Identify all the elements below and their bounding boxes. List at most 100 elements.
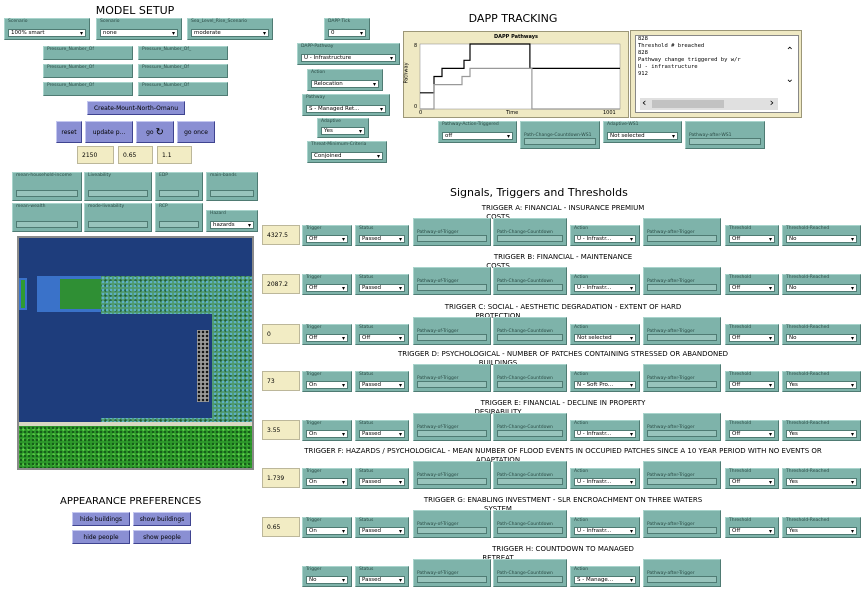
trigger-title-cont: ADAPTATION [475,456,521,464]
scroll-up-icon[interactable]: ⌃ [785,46,794,57]
horizontal-scrollbar[interactable]: ‹ › [640,96,778,110]
scroll-left-icon[interactable]: ‹ [642,96,647,109]
trigger-value: 0 [262,324,300,344]
plot-xmax: 1001 [603,110,616,116]
go-button[interactable]: go↻ [136,121,174,143]
hide-buildings-button[interactable]: hide buildings [72,512,130,526]
pathway-after-trigger-monitor: Pathway-after-Trigger [643,559,721,587]
scroll-thumb[interactable] [652,100,724,108]
path-change-countdown-monitor: Path-Change-Countdown [493,317,567,345]
setup-number-1: 2150 [77,146,114,164]
setup-slider[interactable]: Pressure_Number_Of_ [138,46,228,60]
path-change-countdown-monitor: Path-Change-Countdown [493,413,567,441]
update-button[interactable]: update p... [85,121,133,143]
setup-slider[interactable]: Pressure_Number_Of [43,82,133,96]
path-change-countdown-monitor: Path-Change-Countdown [493,364,567,392]
setup-slider[interactable]: Pressure_Number_Of [138,82,228,96]
pathway-of-trigger-monitor: Pathway-of-Trigger [413,364,491,392]
pathway-after-trigger-monitor: Pathway-after-Trigger [643,461,721,489]
setup-slider[interactable]: Pressure_Number_Of [43,64,133,78]
trigger-title-cont: DESIRABILITY [474,408,522,416]
scroll-down-icon[interactable]: ⌄ [785,74,794,85]
trigger-title: TRIGGER H: COUNTDOWN TO MANAGED [492,545,634,553]
trigger-value: 0.65 [262,517,300,537]
show-buildings-button[interactable]: show buildings [133,512,191,526]
go-once-button[interactable]: go once [177,121,215,143]
scroll-right-icon[interactable]: › [769,96,774,109]
output-line: U - infrastructure [638,64,698,70]
world-view[interactable] [17,236,254,470]
pathway-after-trigger-monitor: Pathway-after-Trigger [643,413,721,441]
create-button[interactable]: Create-Mount-North-Omanu [87,101,185,115]
show-people-button[interactable]: show people [133,530,191,544]
path-change-countdown-monitor: Path-Change-Countdown [493,559,567,587]
output-area: 828 Threshold # breached 828 Pathway cha… [630,30,802,118]
trigger-title: TRIGGER C: SOCIAL - AESTHETIC DEGRADATIO… [444,303,682,311]
setup-number-2: 0.65 [118,146,153,164]
plot-xlabel: Time [506,110,519,116]
dapp-pathways-plot: DAPP Pathways Pathway 8 0 0 Time 1001 [403,31,629,118]
reset-button[interactable]: reset [56,121,82,143]
setup-slider[interactable]: Pressure_Number_Of [138,64,228,78]
hide-people-button[interactable]: hide people [72,530,130,544]
plot-area [419,43,621,110]
inner-water [19,314,212,418]
monitor-mode-liveability: mode-liveability [84,203,152,232]
dapp-tracking-heading: DAPP TRACKING [468,12,558,25]
trigger-title-cont: RETREAT [482,554,514,562]
setup-number-3: 1.1 [157,146,192,164]
plot-title: DAPP Pathways [493,34,539,40]
setup-slider[interactable]: Pressure_Number_Of [43,46,133,60]
